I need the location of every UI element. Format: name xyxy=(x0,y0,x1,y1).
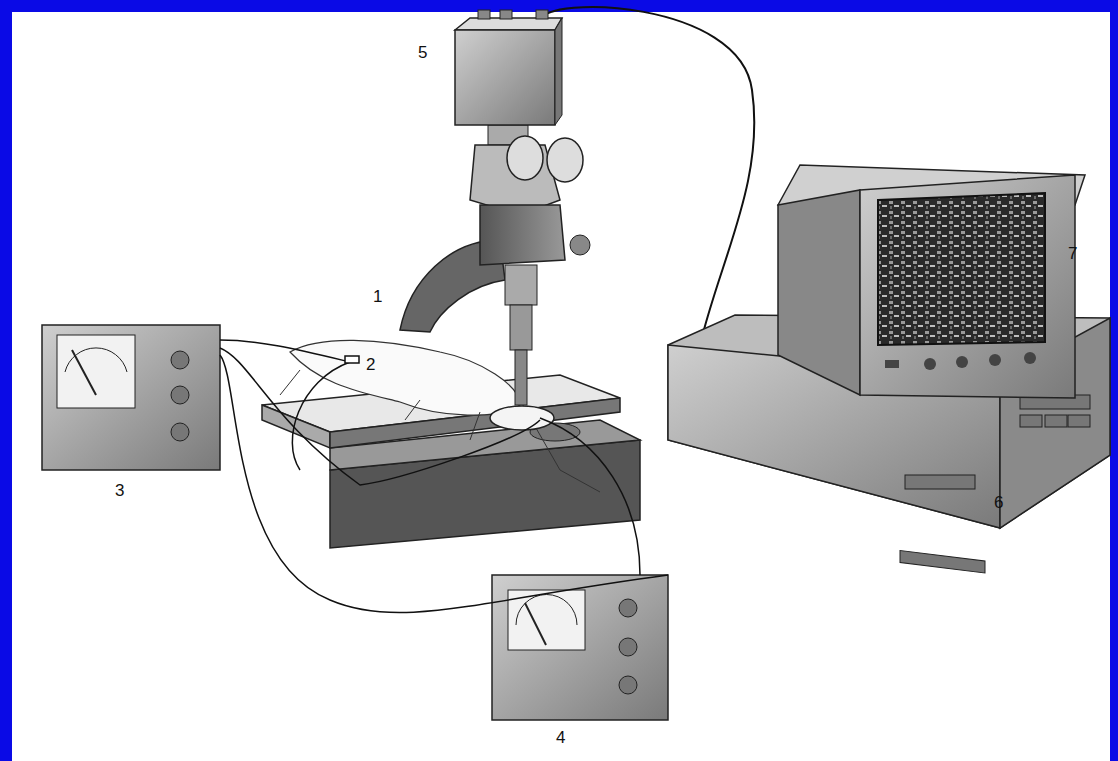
video-camera xyxy=(536,10,548,19)
monitor xyxy=(1024,352,1036,364)
computer xyxy=(1020,415,1042,427)
recorder-device xyxy=(619,638,637,656)
callout-number: 7 xyxy=(1068,245,1077,262)
video-camera xyxy=(478,10,490,19)
callout-number: 2 xyxy=(366,356,375,373)
microscope xyxy=(505,265,537,305)
camera-cable xyxy=(541,7,754,345)
recorder-device xyxy=(508,590,585,650)
computer xyxy=(1045,415,1067,427)
stimulator-device xyxy=(65,348,127,372)
stimulator-device xyxy=(171,351,189,369)
electrode-wires xyxy=(345,356,359,363)
callout-number: 1 xyxy=(373,288,382,305)
electrode-wires xyxy=(220,340,668,613)
monitor xyxy=(778,165,1085,398)
callout-number: 3 xyxy=(115,482,124,499)
microscope xyxy=(547,138,583,182)
callout-number: 6 xyxy=(994,494,1003,511)
computer xyxy=(900,551,985,573)
recorder-device xyxy=(619,676,637,694)
stimulator-device xyxy=(171,386,189,404)
microscope xyxy=(510,305,532,350)
recorder-device xyxy=(492,575,668,720)
monitor xyxy=(778,190,860,395)
rat xyxy=(280,340,600,492)
monitor xyxy=(956,356,968,368)
electrode-wires xyxy=(220,355,668,613)
rat xyxy=(290,340,520,415)
recorder-device xyxy=(525,603,546,645)
stimulator-device xyxy=(42,325,220,470)
video-camera xyxy=(455,30,555,125)
recorder-device xyxy=(619,599,637,617)
stage-platform xyxy=(262,405,330,448)
monitor xyxy=(860,175,1075,398)
microscope xyxy=(400,125,590,430)
video-camera xyxy=(500,10,512,19)
stimulator-device xyxy=(42,325,220,470)
recorder-device xyxy=(516,594,577,625)
monitor xyxy=(989,354,1001,366)
electrode-wires xyxy=(220,340,350,362)
stimulator-device xyxy=(171,423,189,441)
electrode-wires xyxy=(292,362,350,470)
microscope xyxy=(515,350,527,405)
stimulator-device xyxy=(72,350,96,395)
rat xyxy=(280,370,600,492)
recorder-device xyxy=(492,575,668,720)
microscope xyxy=(480,205,565,265)
video-camera xyxy=(555,18,562,125)
monitor xyxy=(924,358,936,370)
video-camera xyxy=(455,18,562,30)
stimulator-device xyxy=(57,335,135,408)
callout-number: 4 xyxy=(556,729,565,746)
computer xyxy=(1068,415,1090,427)
microscope xyxy=(570,235,590,255)
video-camera xyxy=(455,10,562,125)
monitor xyxy=(885,360,899,368)
microscope xyxy=(507,136,543,180)
electrode-wires xyxy=(540,418,640,575)
monitor xyxy=(878,193,1045,345)
microscope xyxy=(490,406,554,430)
computer xyxy=(905,475,975,489)
callout-number: 5 xyxy=(418,44,427,61)
electrode-wires xyxy=(220,348,540,485)
